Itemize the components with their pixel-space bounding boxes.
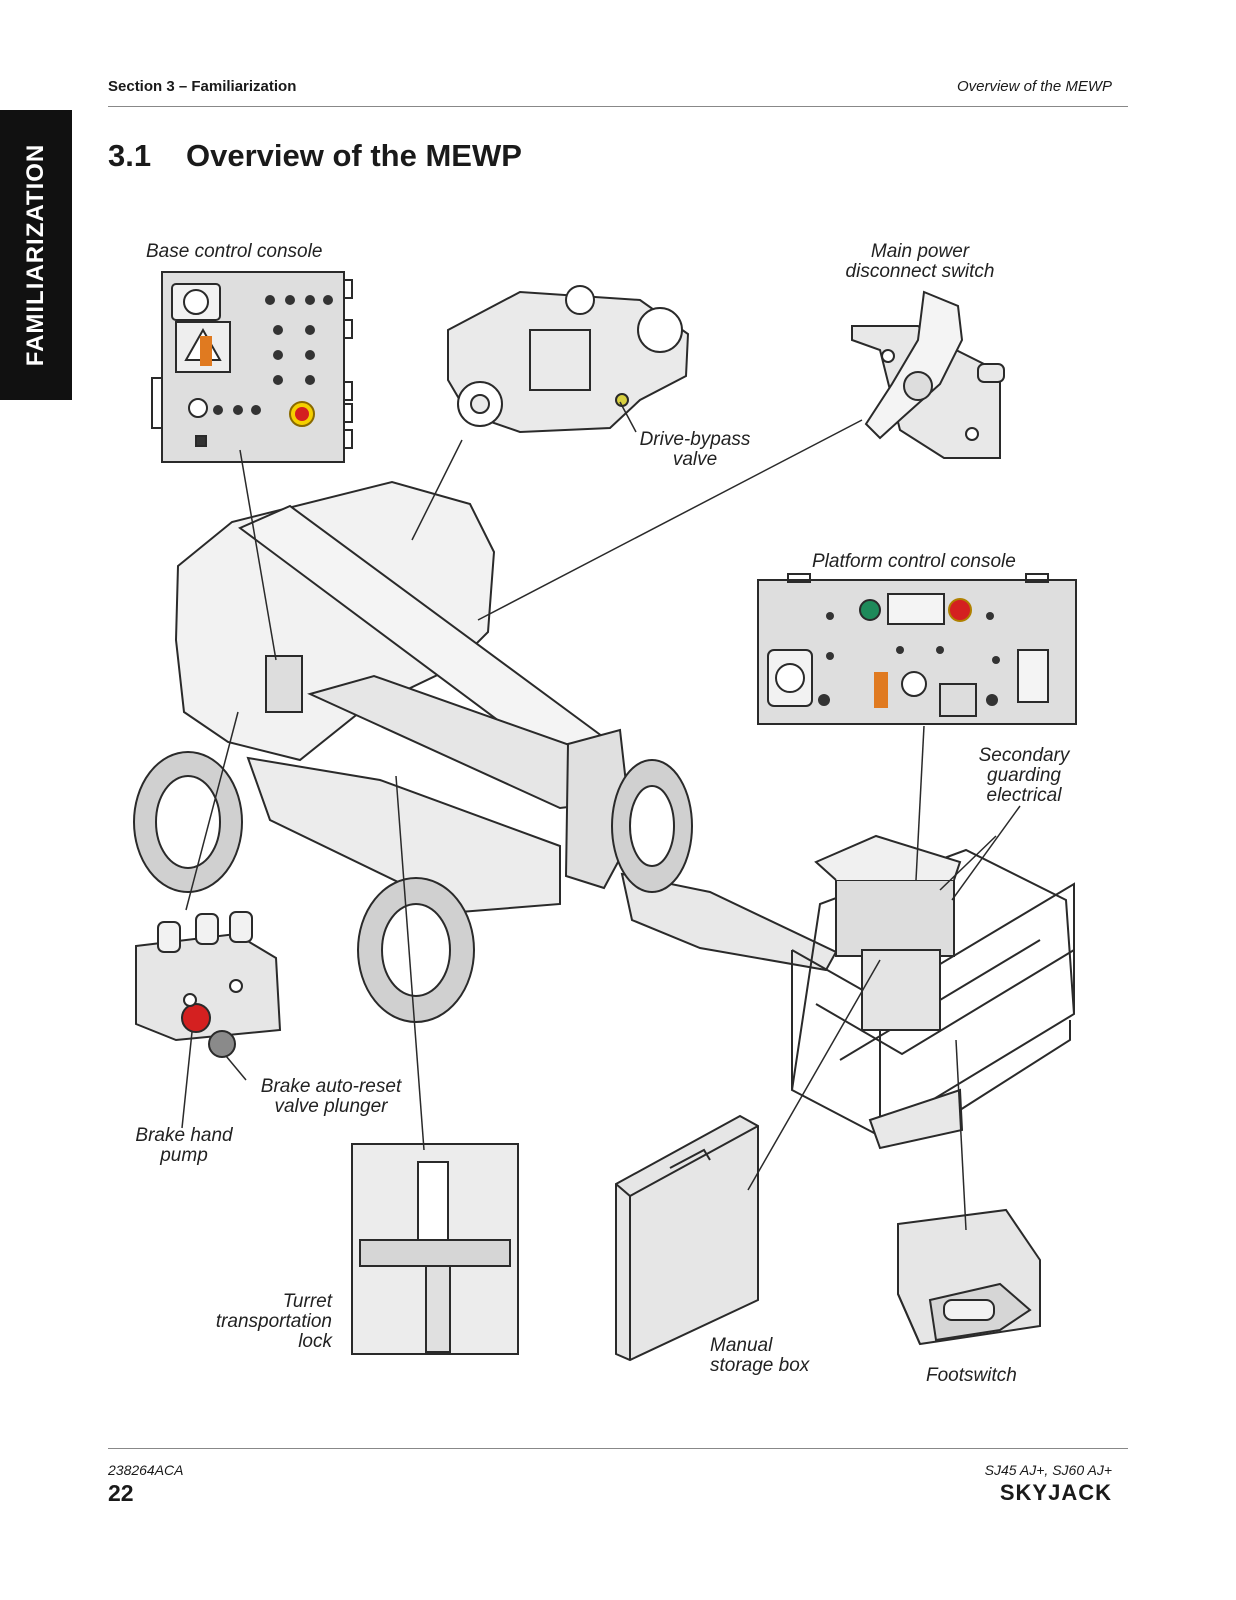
label-base-control-console: Base control console [146, 241, 323, 262]
manual-storage-box-illustration [615, 1114, 759, 1362]
label-secondary-guarding: Secondary guarding electrical [978, 745, 1070, 806]
header-section: Section 3 – Familiarization [108, 78, 297, 95]
footswitch-illustration [897, 1208, 1041, 1346]
mewp-machine-illustration [133, 480, 838, 1023]
footer-models: SJ45 AJ+, SJ60 AJ+ [984, 1462, 1112, 1478]
page-title: Overview of the MEWP [186, 138, 522, 173]
callout-leader-lines [181, 401, 1021, 1231]
section-number: 3.1 [108, 138, 152, 173]
main-power-disconnect-illustration [851, 290, 1005, 459]
turret-lock-inset [351, 1143, 519, 1355]
footer-doc-code: 238264ACA [108, 1462, 184, 1478]
label-brake-hand-pump: Brake hand pump [135, 1125, 233, 1166]
brake-manifold-illustration [135, 911, 282, 1058]
label-main-power-disconnect: Main power disconnect switch [845, 241, 995, 282]
base-control-console-illustration [151, 271, 353, 463]
label-drive-bypass-valve: Drive-bypass valve [639, 429, 751, 470]
label-platform-control-console: Platform control console [812, 551, 1016, 572]
brand-logo: SKYJACK [999, 1480, 1112, 1505]
label-footswitch: Footswitch [926, 1365, 1017, 1386]
label-turret-lock: Turret transportation lock [215, 1291, 332, 1352]
label-brake-auto-reset: Brake auto-reset valve plunger [260, 1076, 402, 1117]
label-manual-storage-box: Manual storage box [710, 1335, 810, 1376]
platform-basket-illustration [790, 834, 1076, 1150]
header-topic: Overview of the MEWP [956, 78, 1112, 95]
footer-rule [108, 1448, 1128, 1449]
footer-page-number: 22 [108, 1480, 134, 1506]
hydraulic-pump-illustration [447, 285, 690, 434]
section-side-tab: FAMILIARIZATION [0, 110, 72, 400]
header-rule [108, 106, 1128, 107]
platform-control-console-illustration [757, 573, 1077, 725]
